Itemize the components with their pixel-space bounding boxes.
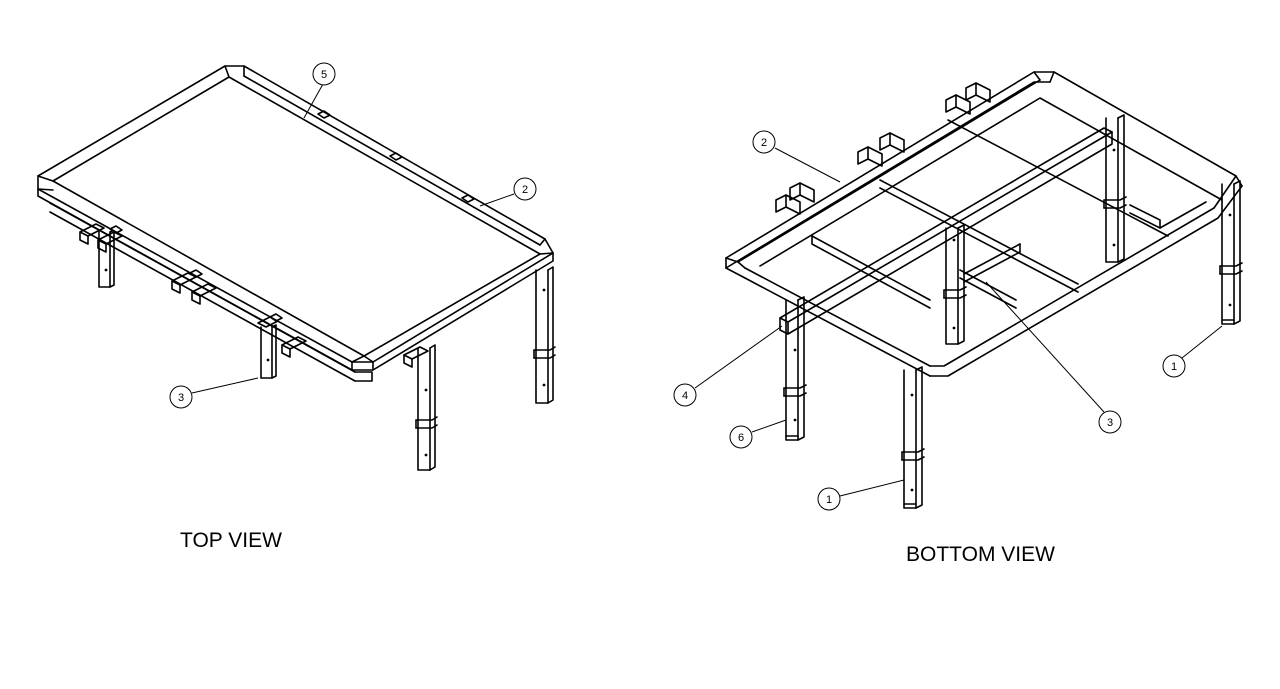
bottom-callout-1-front: 1 bbox=[817, 479, 905, 511]
bottom-callout-2: 2 bbox=[752, 130, 841, 183]
top-view-drawing bbox=[37, 65, 556, 471]
bottom-view-leg-center bbox=[943, 224, 967, 345]
callout-label: 2 bbox=[522, 184, 528, 196]
top-view-title: TOP VIEW bbox=[180, 529, 282, 552]
callout-label: 1 bbox=[826, 494, 832, 506]
top-callout-2: 2 bbox=[479, 177, 537, 207]
bottom-view-mount-brackets bbox=[775, 82, 991, 215]
bottom-view-outer-frame bbox=[725, 71, 1243, 377]
bottom-view-center-beam bbox=[779, 127, 1113, 335]
bottom-view-leg-back-center bbox=[1103, 114, 1127, 263]
top-callout-5: 5 bbox=[303, 62, 336, 119]
bottom-view-leg-left bbox=[783, 296, 807, 441]
bottom-callout-6: 6 bbox=[729, 419, 787, 449]
callout-label: 3 bbox=[1107, 417, 1113, 429]
top-callout-3: 3 bbox=[169, 377, 259, 409]
bottom-view-leg-front bbox=[901, 366, 925, 509]
bottom-view-drawing bbox=[725, 71, 1243, 509]
callout-label: 1 bbox=[1171, 361, 1177, 373]
bottom-callout-1-right: 1 bbox=[1162, 325, 1223, 378]
top-view-front-leg-right bbox=[533, 266, 556, 404]
callout-label: 2 bbox=[761, 137, 767, 149]
bottom-callout-3: 3 bbox=[985, 281, 1122, 434]
bottom-view-deck-underside bbox=[759, 97, 1223, 309]
callout-label: 4 bbox=[682, 390, 688, 402]
callout-label: 5 bbox=[321, 69, 327, 81]
top-view-deck bbox=[37, 65, 554, 371]
bottom-view-title: BOTTOM VIEW bbox=[906, 543, 1055, 566]
bottom-view-cross-members bbox=[879, 119, 1169, 309]
bottom-view-leg-right bbox=[1219, 180, 1243, 325]
top-view-front-leg-center bbox=[415, 344, 438, 471]
callout-label: 3 bbox=[178, 392, 184, 404]
bottom-callout-4: 4 bbox=[673, 325, 783, 407]
callout-label: 6 bbox=[738, 432, 744, 444]
